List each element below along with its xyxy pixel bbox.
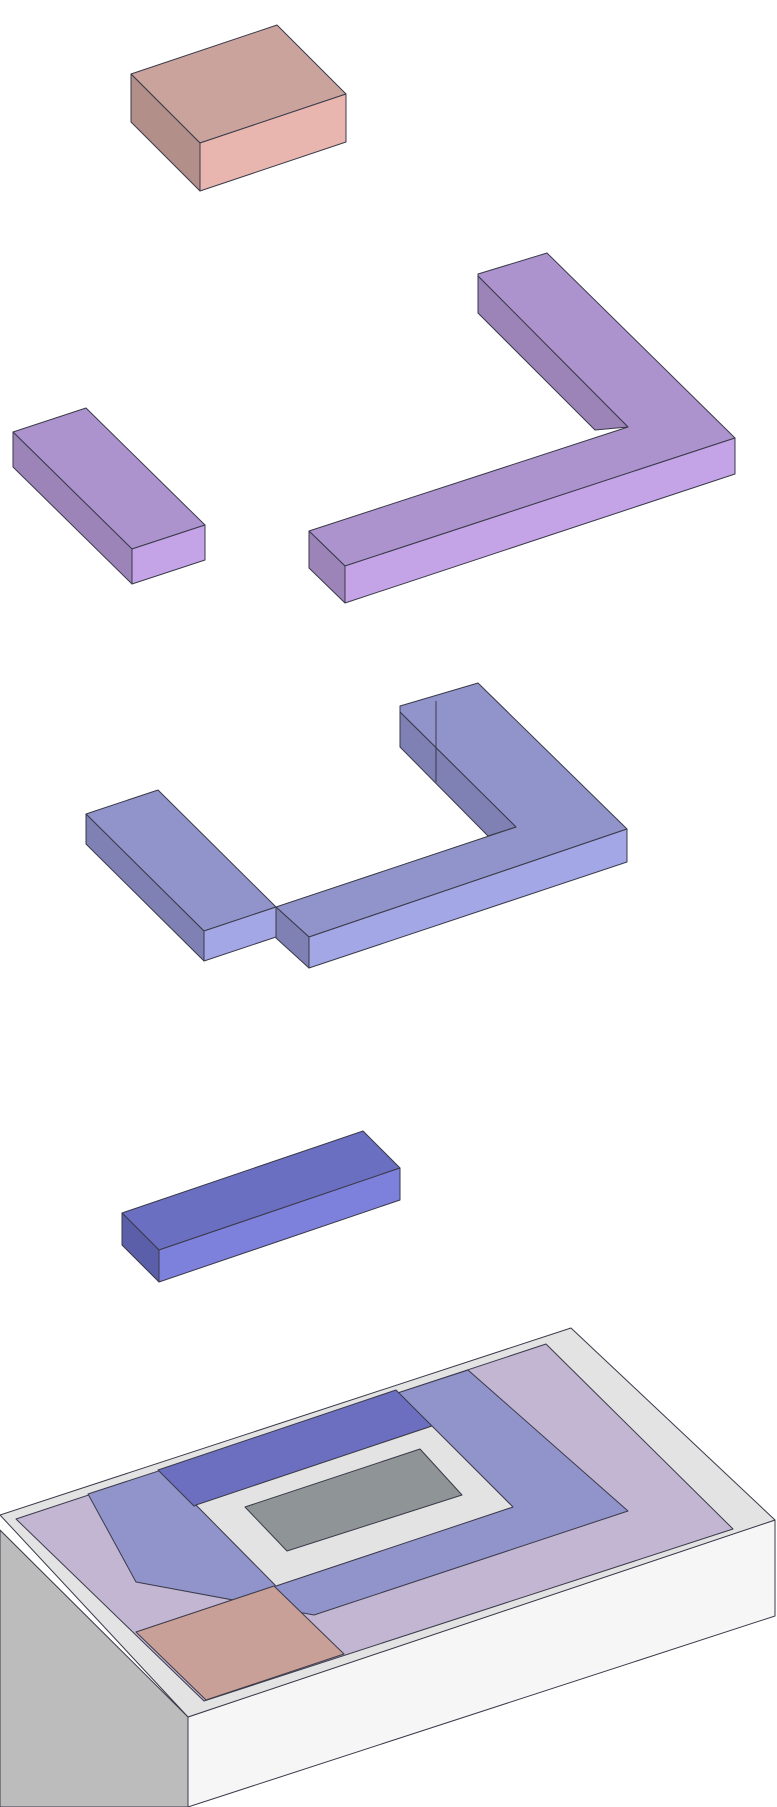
indigo-bar xyxy=(122,1131,400,1282)
site-plan-base xyxy=(0,1328,775,1807)
salmon-block xyxy=(131,25,346,191)
blue-bar xyxy=(86,790,276,961)
purple-l-shape xyxy=(309,253,735,603)
purple-bar xyxy=(13,408,205,584)
blue-l-shape xyxy=(276,683,627,968)
